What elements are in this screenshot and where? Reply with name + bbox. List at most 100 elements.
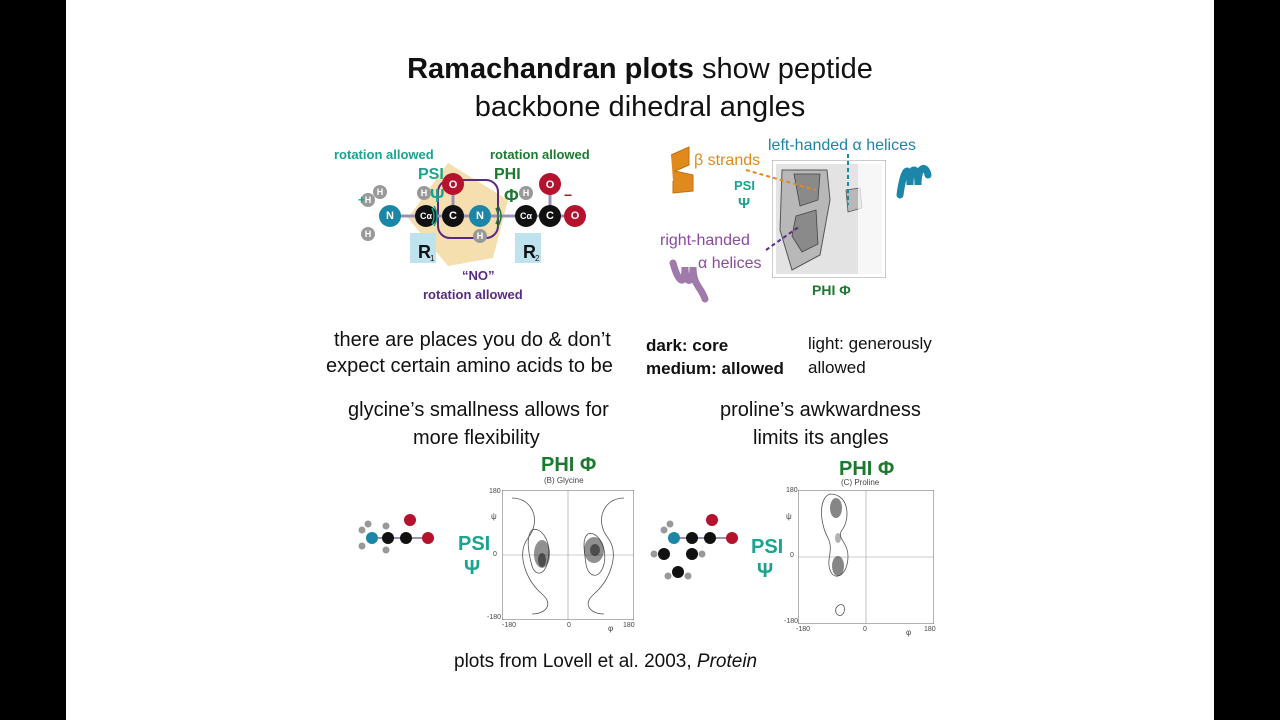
psi-label: PSI xyxy=(418,166,444,183)
rotation-arrow-icon xyxy=(495,205,502,227)
no-rotation-label: rotation allowed xyxy=(423,287,523,302)
overview-plot xyxy=(772,160,886,278)
slide: Ramachandran plots show peptide backbone… xyxy=(66,0,1214,720)
pro-caption: (C) Proline xyxy=(841,478,880,487)
beta-strands-label: β strands xyxy=(694,152,761,169)
atom-label: Cα xyxy=(520,211,532,221)
backbone-diagram: H H H H H H N Cα C O N Cα C O O + − R 1 … xyxy=(358,163,586,266)
legend-light-1: light: generously xyxy=(808,334,932,353)
atom-label: H xyxy=(365,229,372,239)
citation-text: plots from Lovell et al. 2003, xyxy=(454,651,697,672)
overview-arrows xyxy=(745,154,849,251)
gly-x-left: -180 xyxy=(502,622,517,629)
c-atom xyxy=(539,205,561,227)
n-atom xyxy=(469,205,491,227)
gly-y-bot: -180 xyxy=(487,614,502,621)
phi-symbol: Φ xyxy=(504,186,519,206)
atom-label: N xyxy=(476,210,484,222)
glycine-density xyxy=(534,537,604,568)
gly-x-mid: 0 xyxy=(567,622,571,629)
gly-phi-axis: φ xyxy=(608,624,614,633)
citation: plots from Lovell et al. 2003, Protein xyxy=(454,651,757,673)
title-line2: backbone dihedral angles xyxy=(474,91,806,123)
glycine-molecule xyxy=(358,514,434,554)
gly-x-right: 180 xyxy=(623,622,635,629)
places-line1: there are places you do & don’t xyxy=(334,329,611,351)
pro-phi-axis: φ xyxy=(906,628,912,637)
glycine-line2: more flexibility xyxy=(413,427,540,449)
pro-y-mid: 0 xyxy=(790,552,794,559)
gly-phi-symbol: Φ xyxy=(579,454,597,476)
right-helix-label-1: right-handed xyxy=(660,232,750,249)
atom-label: H xyxy=(365,195,372,205)
r1-box xyxy=(410,233,436,263)
atom-label: H xyxy=(477,231,484,241)
rotation-allowed-right: rotation allowed xyxy=(490,147,590,162)
gly-psi-axis: ψ xyxy=(491,512,497,521)
gly-phi-text: PHI xyxy=(541,454,575,476)
atom-label: Cα xyxy=(420,211,432,221)
pro-psi-label: PSI xyxy=(751,536,784,558)
atom-label: N xyxy=(386,210,394,222)
proline-molecule xyxy=(650,514,738,580)
pro-x-right: 180 xyxy=(924,626,936,633)
citation-journal: Protein xyxy=(696,651,758,672)
atom-label: O xyxy=(449,179,458,191)
pro-phi-text: PHI xyxy=(839,458,873,480)
beta-strand-icon xyxy=(670,146,694,194)
gly-y-mid: 0 xyxy=(493,551,497,558)
core-region-beta xyxy=(793,173,821,207)
phi-label: PHI xyxy=(494,166,521,183)
gly-psi-symbol: Ψ xyxy=(464,557,481,579)
overview-phi-text: PHI xyxy=(812,282,836,298)
pro-y-bot: -180 xyxy=(784,618,799,625)
legend-dark: dark: core xyxy=(646,336,729,355)
pro-psi-axis: ψ xyxy=(786,512,792,521)
no-rotation-bracket xyxy=(437,179,499,239)
o-atom xyxy=(564,205,586,227)
overview-phi-symbol: Φ xyxy=(839,282,851,298)
slide-title: Ramachandran plots show peptide backbone… xyxy=(66,50,1214,126)
pro-phi-label: PHI Φ xyxy=(839,458,894,481)
gly-psi-label: PSI xyxy=(458,533,491,555)
right-helix-icon xyxy=(669,259,709,303)
h-atom xyxy=(417,186,431,200)
right-helix-label-2: α helices xyxy=(698,255,762,272)
o-atom xyxy=(539,173,561,195)
atom-label: H xyxy=(523,188,530,198)
overview-phi-label: PHI Φ xyxy=(812,282,851,298)
rotation-allowed-left: rotation allowed xyxy=(334,147,434,162)
proline-line1: proline’s awkwardness xyxy=(720,399,921,421)
h-atom xyxy=(361,227,375,241)
rotation-arrow-icon xyxy=(431,205,438,227)
o-atom xyxy=(442,173,464,195)
core-region-alpha xyxy=(791,209,819,253)
overview-psi-symbol: Ψ xyxy=(738,195,751,212)
glycine-plot xyxy=(502,490,634,620)
legend-medium: medium: allowed xyxy=(646,359,784,378)
title-rest: show peptide xyxy=(693,53,873,85)
r1-sub: 1 xyxy=(430,254,435,263)
proline-density xyxy=(830,498,844,576)
r2-label: R xyxy=(523,242,536,262)
ca-atom xyxy=(515,205,537,227)
atom-label: C xyxy=(546,210,554,222)
r1-label: R xyxy=(418,242,431,262)
proline-line2: limits its angles xyxy=(753,427,889,449)
ca-atom xyxy=(415,205,437,227)
psi-symbol: Ψ xyxy=(430,186,445,206)
atom-label: O xyxy=(546,179,555,191)
overview-psi-label: PSI xyxy=(734,178,755,193)
title-bold: Ramachandran plots xyxy=(407,53,694,85)
glycine-line1: glycine’s smallness allows for xyxy=(348,399,609,421)
h-atom xyxy=(473,229,487,243)
no-label: “NO” xyxy=(462,268,495,283)
proline-plot xyxy=(798,490,934,624)
gly-phi-label: PHI Φ xyxy=(541,454,596,477)
gly-caption: (B) Glycine xyxy=(544,476,584,485)
pro-phi-symbol: Φ xyxy=(877,458,895,480)
pro-x-mid: 0 xyxy=(863,626,867,633)
left-helix-icon xyxy=(896,164,932,199)
h-atom xyxy=(361,193,375,207)
charge-minus: − xyxy=(564,187,572,203)
